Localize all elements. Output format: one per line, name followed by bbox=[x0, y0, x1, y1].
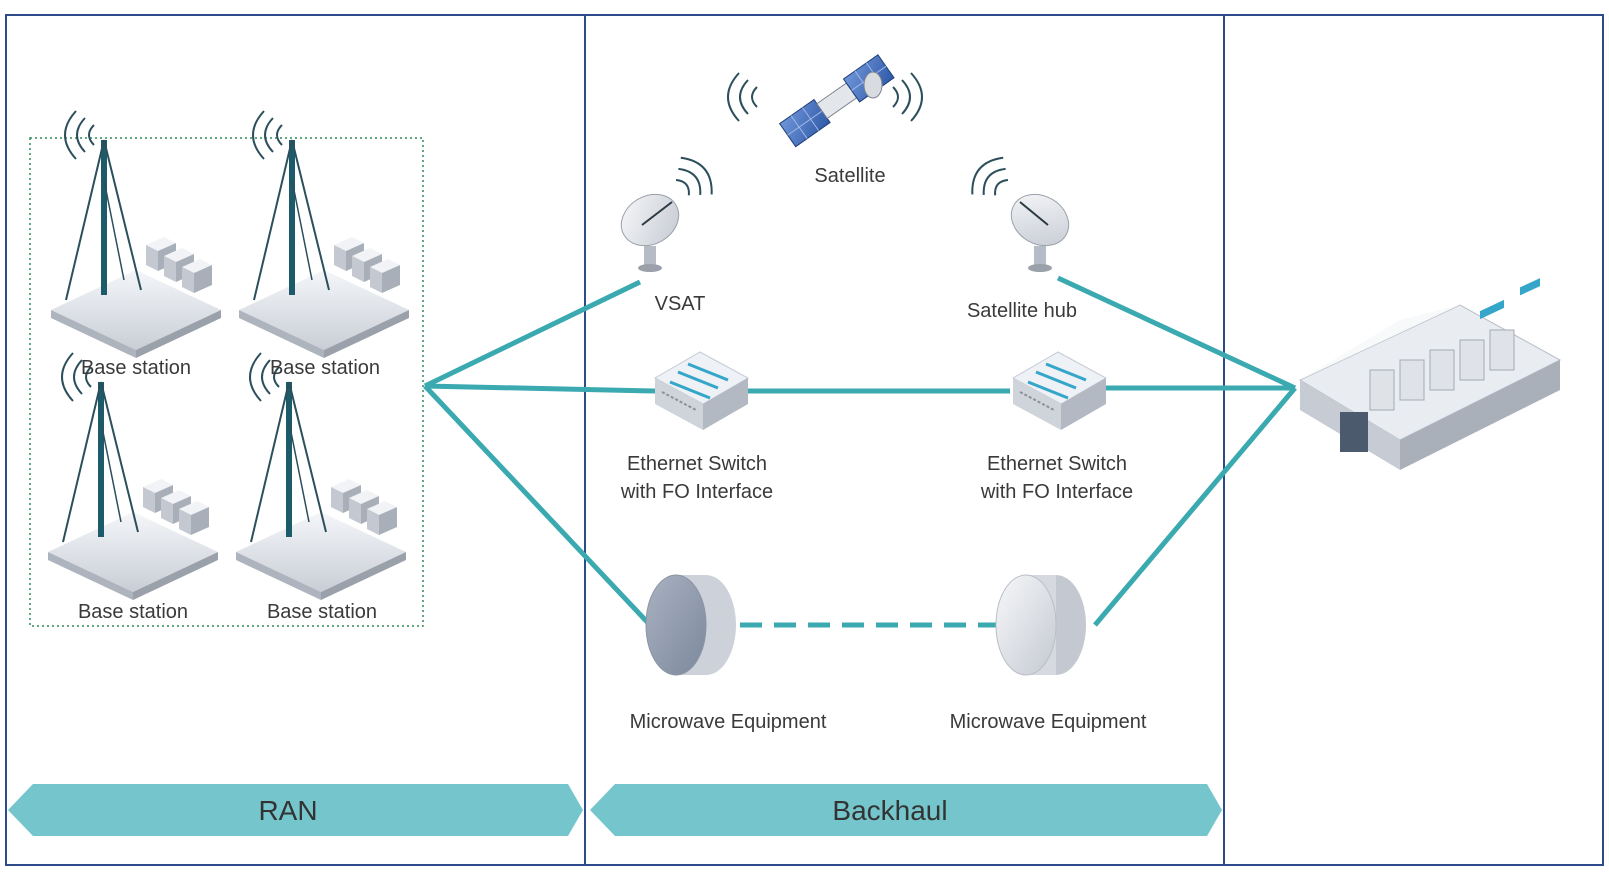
base-station-label: Base station bbox=[266, 601, 378, 623]
switch-left-label-line2: with FO Interface bbox=[620, 481, 774, 503]
microwave-right-label: Microwave Equipment bbox=[949, 711, 1147, 733]
switch-right-label-line1: Ethernet Switch bbox=[986, 453, 1128, 475]
base-station-icon bbox=[48, 353, 218, 600]
link-hub-core bbox=[1056, 275, 1297, 391]
data-center-icon bbox=[1298, 278, 1562, 470]
base-station-icon bbox=[236, 353, 406, 600]
microwave-icon bbox=[645, 574, 736, 676]
link-ran-microwave bbox=[423, 384, 652, 627]
satellite-hub-label: Satellite hub bbox=[966, 300, 1078, 322]
satellite-icon bbox=[727, 54, 923, 148]
links bbox=[423, 275, 1297, 628]
backhaul-band-label: Backhaul bbox=[832, 795, 948, 826]
link-ran-vsat bbox=[423, 279, 642, 389]
ethernet-switch-icon bbox=[653, 350, 750, 432]
switch-right-label-line2: with FO Interface bbox=[980, 481, 1134, 503]
hub-dish-icon bbox=[962, 149, 1070, 272]
link-microwave-core bbox=[1093, 386, 1297, 627]
base-station-label: Base station bbox=[80, 357, 192, 379]
link-ran-switch bbox=[424, 383, 656, 394]
ethernet-switch-icon bbox=[1011, 350, 1108, 432]
ran-band bbox=[8, 784, 583, 836]
base-station-label: Base station bbox=[269, 357, 381, 379]
ran-group-box bbox=[29, 137, 424, 627]
microwave-icon bbox=[995, 574, 1086, 676]
vsat-label: VSAT bbox=[654, 293, 706, 315]
base-station-label: Base station bbox=[77, 601, 189, 623]
satellite-label: Satellite bbox=[814, 165, 886, 187]
backhaul-band bbox=[590, 784, 1222, 836]
microwave-left-label: Microwave Equipment bbox=[629, 711, 827, 733]
outer-frame bbox=[5, 14, 1604, 866]
ran-band-label: RAN bbox=[258, 795, 318, 826]
switch-left-label-line1: Ethernet Switch bbox=[626, 453, 768, 475]
base-station-icon bbox=[51, 111, 221, 358]
base-station-icon bbox=[239, 111, 409, 358]
vsat-dish-icon bbox=[620, 149, 722, 272]
